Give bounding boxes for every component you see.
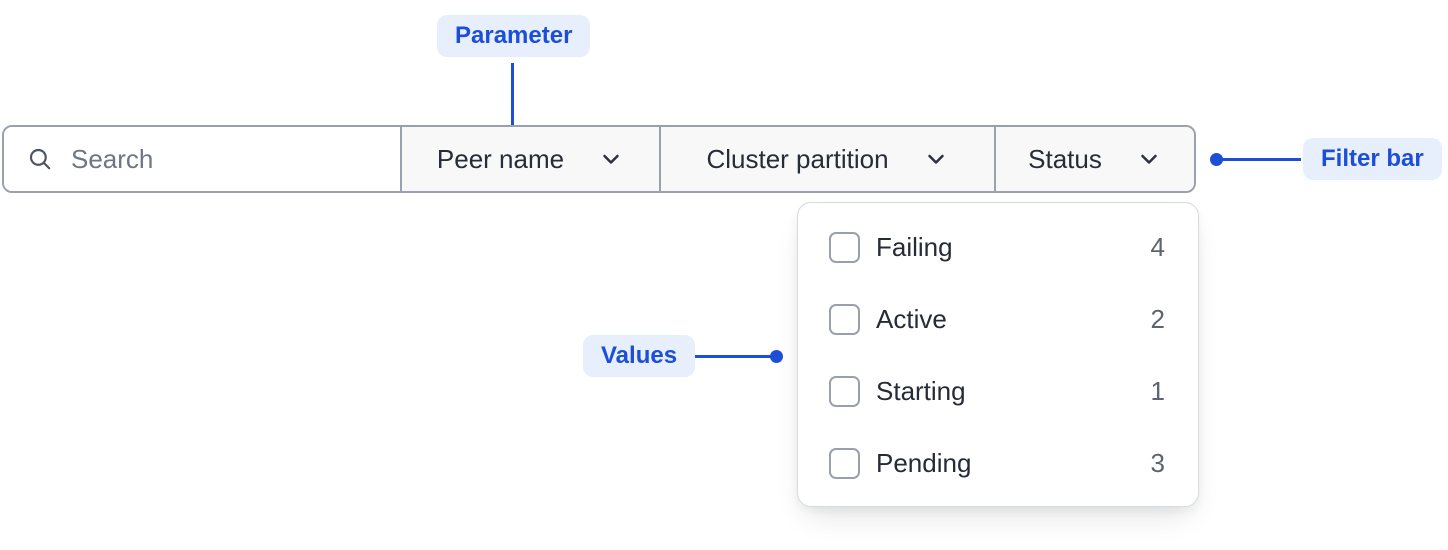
checkbox[interactable] bbox=[829, 447, 860, 479]
filter-bar-annotation-badge: Filter bar bbox=[1303, 138, 1442, 180]
status-option-failing[interactable]: Failing 4 bbox=[798, 211, 1198, 283]
parameter-connector-line bbox=[511, 63, 514, 137]
dropdown-label: Peer name bbox=[436, 143, 565, 174]
option-count: 3 bbox=[1150, 447, 1165, 478]
option-label: Active bbox=[876, 303, 947, 334]
status-option-starting[interactable]: Starting 1 bbox=[798, 355, 1198, 427]
option-label: Failing bbox=[876, 231, 953, 262]
search-box[interactable] bbox=[4, 127, 400, 191]
checkbox[interactable] bbox=[829, 375, 860, 407]
filter-bar-connector-line bbox=[1221, 158, 1301, 161]
cluster-partition-filter-dropdown[interactable]: Cluster partition bbox=[659, 127, 994, 191]
filter-bar: Peer name Cluster partition Status bbox=[2, 125, 1196, 193]
search-input[interactable] bbox=[71, 143, 371, 175]
chevron-down-icon bbox=[1136, 146, 1162, 172]
status-option-active[interactable]: Active 2 bbox=[798, 283, 1198, 355]
chevron-down-icon bbox=[598, 146, 624, 172]
values-annotation-badge: Values bbox=[583, 335, 696, 377]
checkbox[interactable] bbox=[829, 303, 860, 335]
values-connector-line bbox=[695, 355, 771, 358]
search-icon bbox=[27, 146, 53, 172]
option-count: 1 bbox=[1150, 375, 1165, 406]
option-count: 4 bbox=[1150, 231, 1165, 262]
dropdown-label: Cluster partition bbox=[706, 143, 889, 174]
chevron-down-icon bbox=[923, 146, 949, 172]
option-count: 2 bbox=[1150, 303, 1165, 334]
dropdown-label: Status bbox=[1028, 143, 1102, 174]
peer-name-filter-dropdown[interactable]: Peer name bbox=[400, 127, 659, 191]
option-label: Starting bbox=[876, 375, 966, 406]
parameter-annotation-badge: Parameter bbox=[437, 15, 591, 57]
status-option-pending[interactable]: Pending 3 bbox=[798, 427, 1198, 499]
checkbox[interactable] bbox=[829, 231, 860, 263]
filter-bar-connector-dot bbox=[1210, 153, 1223, 166]
option-label: Pending bbox=[876, 447, 972, 478]
status-filter-menu: Failing 4 Active 2 Starting 1 Pending 3 bbox=[797, 202, 1199, 507]
values-connector-dot bbox=[770, 350, 783, 363]
status-filter-dropdown[interactable]: Status bbox=[994, 127, 1194, 191]
